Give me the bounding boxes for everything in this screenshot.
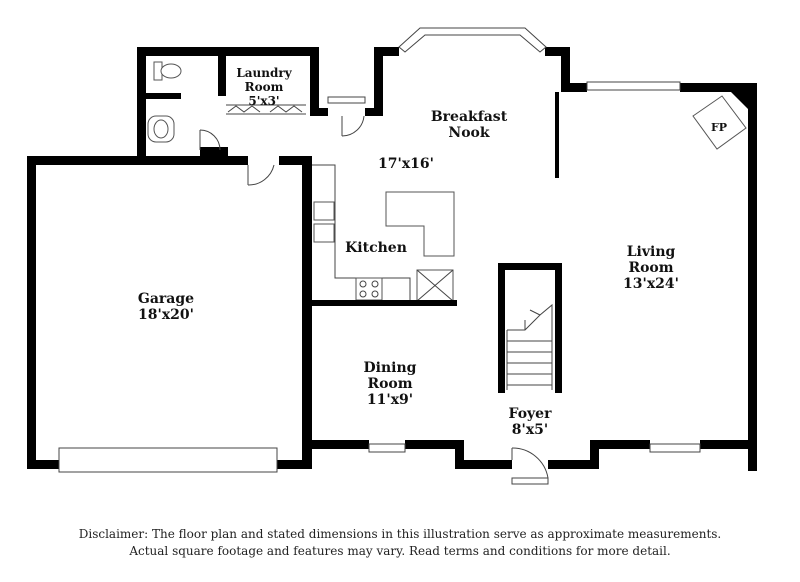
front-walls xyxy=(312,440,563,469)
dining-room-label-2: Room xyxy=(367,376,412,392)
floor-plan: Laundry Room 5'x3' Breakfast Nook 17'x16… xyxy=(27,27,757,485)
breakfast-nook-dim: 17'x16' xyxy=(378,156,434,172)
fireplace xyxy=(692,95,747,150)
dining-wall xyxy=(312,300,457,306)
bath-door xyxy=(199,129,221,151)
kitchen-island xyxy=(385,191,455,257)
front-door xyxy=(511,447,549,485)
disclaimer: Disclaimer: The floor plan and stated di… xyxy=(0,526,800,560)
rear-door xyxy=(327,96,366,137)
breakfast-nook-label-2: Nook xyxy=(448,125,489,141)
bay-window xyxy=(398,27,547,53)
dining-room-dim: 11'x9' xyxy=(367,392,413,408)
garage-door xyxy=(58,447,278,473)
laundry-room-dim: 5'x3' xyxy=(248,94,279,108)
toilet-icon xyxy=(153,61,182,81)
living-front-window xyxy=(649,443,701,453)
kitchen-counter xyxy=(312,164,411,303)
dining-front-window xyxy=(368,443,406,453)
living-walls xyxy=(555,83,757,471)
dining-room-label-1: Dining xyxy=(364,360,417,376)
breakfast-walls xyxy=(284,47,740,178)
garage-entry-door xyxy=(247,164,275,186)
living-room-dim: 13'x24' xyxy=(623,276,679,292)
garage-label: Garage xyxy=(138,291,194,307)
pantry xyxy=(416,269,454,302)
disclaimer-line-1: Disclaimer: The floor plan and stated di… xyxy=(78,527,722,541)
breakfast-nook-label-1: Breakfast xyxy=(431,109,508,125)
foyer-dim: 8'x5' xyxy=(512,422,548,438)
fireplace-label: FP xyxy=(711,121,727,134)
living-room-label-2: Room xyxy=(628,260,673,276)
stove-icon xyxy=(355,277,383,301)
staircase xyxy=(498,263,562,393)
living-rear-window xyxy=(586,81,681,91)
kitchen-label: Kitchen xyxy=(345,240,407,256)
laundry-room-label-2: Room xyxy=(245,80,284,94)
disclaimer-line-2: Actual square footage and features may v… xyxy=(129,544,671,558)
foyer-label: Foyer xyxy=(509,406,553,422)
bath-sink-icon xyxy=(147,115,175,143)
laundry-room-label-1: Laundry xyxy=(236,66,292,80)
garage-dim: 18'x20' xyxy=(138,307,194,323)
living-room-label-1: Living xyxy=(627,244,676,260)
laundry-bifold-door xyxy=(226,104,306,115)
